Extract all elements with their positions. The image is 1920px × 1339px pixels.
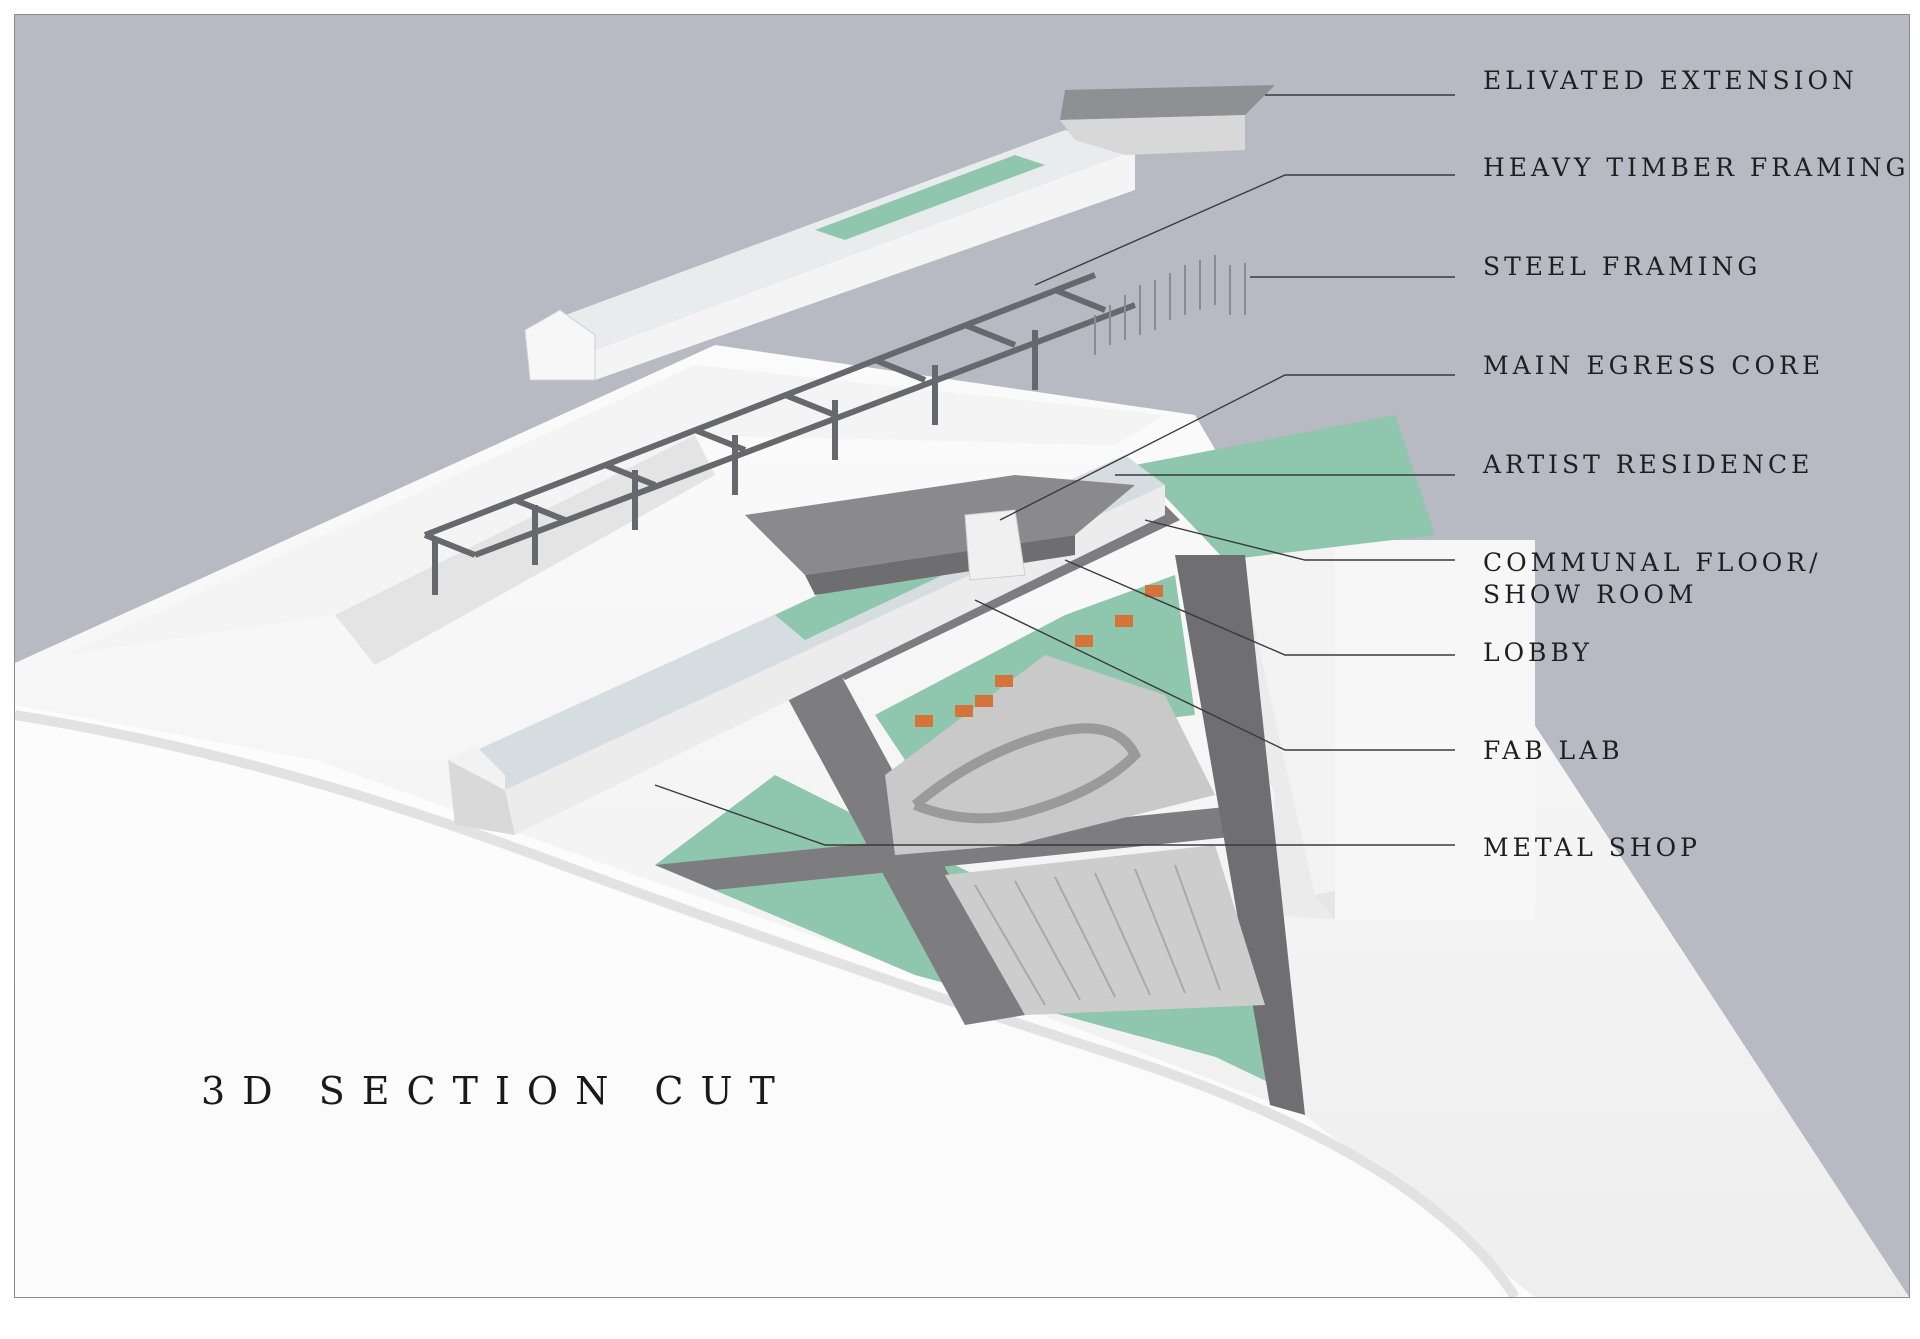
leader-lobby xyxy=(1064,559,1455,656)
elevated-extension-body xyxy=(1060,115,1245,155)
orange-benches xyxy=(915,585,1163,727)
leader-communal-floor xyxy=(1144,519,1455,561)
leader-metal-shop xyxy=(654,784,1455,846)
leader-heavy-timber xyxy=(1034,174,1455,286)
label-main-egress-core: MAIN EGRESS CORE xyxy=(1483,351,1825,380)
right-block-face xyxy=(1335,540,1535,920)
road-right-edge xyxy=(1175,555,1305,1115)
plinth-top xyxy=(65,365,1165,655)
label-communal-floor-line-1: COMMUNAL FLOOR/ xyxy=(1483,548,1822,577)
axonometric-diagram xyxy=(15,85,1909,1297)
upper-building-roof-green xyxy=(815,155,1045,240)
label-steel-framing: STEEL FRAMING xyxy=(1483,252,1762,281)
label-fab-lab: FAB LAB xyxy=(1483,736,1624,765)
plinth-side xyxy=(335,435,715,665)
label-communal-floor: COMMUNAL FLOOR/ SHOW ROOM xyxy=(1483,547,1883,611)
main-building-front xyxy=(448,760,515,835)
plaza-skate xyxy=(885,655,1215,855)
ground-front-shade xyxy=(15,705,1535,1297)
upper-building-gable xyxy=(524,309,596,381)
upper-building-side xyxy=(595,150,1135,380)
skate-path xyxy=(911,723,1142,824)
leader-lines xyxy=(654,94,1455,846)
label-communal-floor-line-2: SHOW ROOM xyxy=(1483,580,1698,609)
ground-front-edge xyxy=(15,710,1520,1297)
label-metal-shop: METAL SHOP xyxy=(1483,833,1702,862)
leader-egress-core xyxy=(999,374,1455,521)
main-building-gable xyxy=(448,745,505,790)
egress-core-block xyxy=(964,509,1026,581)
steel-frame-grid xyxy=(423,272,1137,595)
leader-fab-lab xyxy=(974,599,1455,751)
diagram-frame: ELIVATED EXTENSION HEAVY TIMBER FRAMING … xyxy=(14,14,1910,1298)
label-artist-residence: ARTIST RESIDENCE xyxy=(1483,450,1814,479)
parking-stripes xyxy=(974,864,1221,1006)
label-elivated-extension: ELIVATED EXTENSION xyxy=(1483,66,1858,95)
page-title: 3D SECTION CUT xyxy=(201,1069,792,1113)
label-lobby: LOBBY xyxy=(1483,638,1593,667)
timber-posts xyxy=(1094,255,1246,355)
upper-building-roof xyxy=(525,130,1135,350)
elevated-extension-roof xyxy=(1060,85,1275,120)
green-site-top xyxy=(1135,415,1435,560)
artist-residence-block xyxy=(745,475,1135,575)
label-heavy-timber-framing: HEAVY TIMBER FRAMING xyxy=(1483,153,1910,182)
